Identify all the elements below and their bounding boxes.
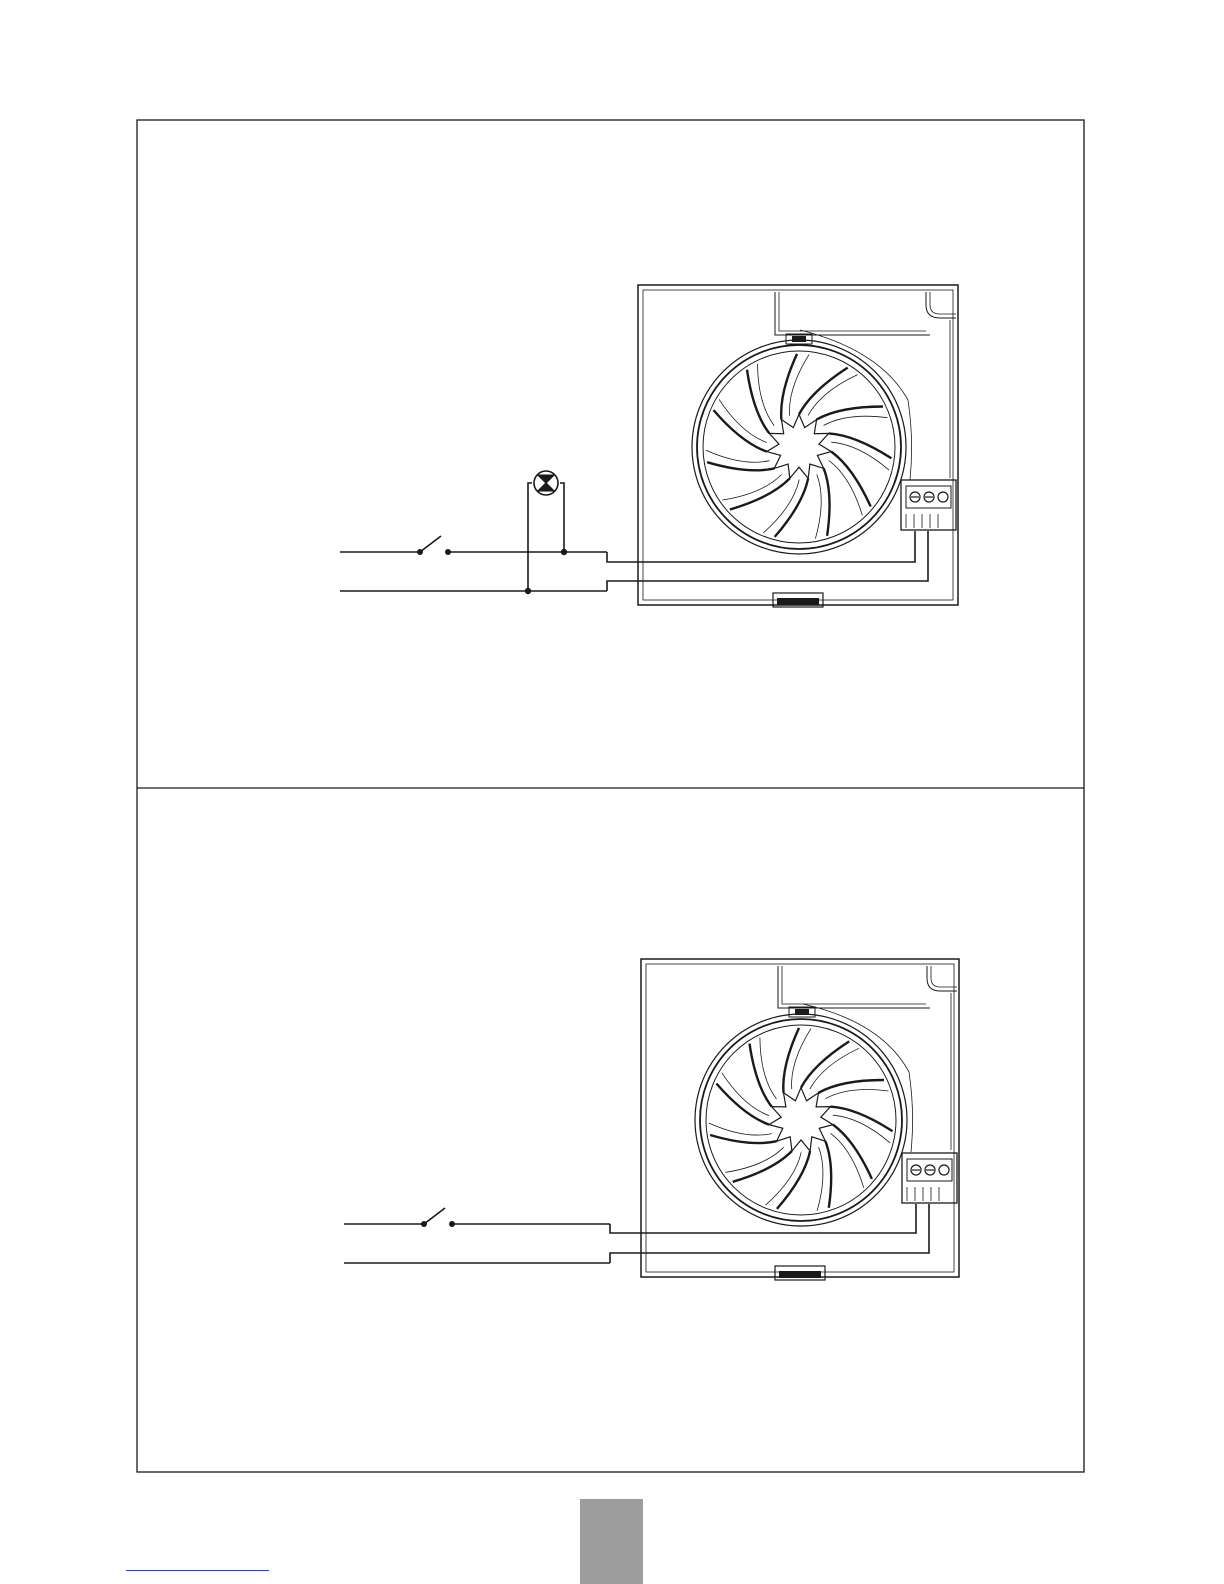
switch-icon	[417, 536, 451, 555]
diagram-frame	[137, 120, 1084, 1472]
fan-blade-edge	[831, 442, 889, 470]
fan-unit	[641, 959, 959, 1280]
panel-2	[344, 959, 959, 1280]
fan-unit	[638, 285, 958, 607]
fan-blade	[831, 452, 870, 507]
fan-blade	[733, 1151, 792, 1182]
fan-blade	[730, 478, 790, 509]
fan-blade-edge	[722, 1073, 769, 1116]
switch-icon	[421, 1208, 455, 1227]
fan-hub-star	[767, 414, 832, 478]
fan-blade-edge	[829, 460, 863, 515]
terminal-block	[902, 1153, 957, 1203]
fan-blade-edge	[719, 399, 767, 442]
fan-blade-edge	[766, 1152, 802, 1205]
fan-blade	[799, 368, 848, 415]
fan-blade-edge	[831, 1133, 864, 1187]
fan-blade	[710, 1135, 777, 1143]
fan-blade	[801, 1041, 849, 1087]
fan-blade	[707, 462, 774, 470]
fan-blade	[830, 1107, 892, 1132]
fan-blade-edge	[817, 1147, 823, 1211]
fan-blade-edge	[815, 474, 821, 538]
fan-blade-edge	[763, 480, 799, 533]
fan-blade-edge	[722, 475, 781, 500]
fan-blade-edge	[833, 1115, 890, 1143]
fan-blade	[825, 1141, 831, 1208]
page-number-tab	[580, 1499, 643, 1584]
fan-hub	[769, 1088, 833, 1151]
fan-hub-star	[769, 1088, 833, 1151]
terminal-screw-3	[939, 1165, 949, 1175]
fan-hub	[767, 414, 832, 478]
terminal-screw-3	[938, 492, 948, 502]
indicator-lamp-icon	[528, 471, 564, 591]
fan-blade-edge	[709, 1123, 772, 1135]
fan-blade-edge	[825, 1090, 888, 1099]
fan-blade	[833, 1125, 872, 1179]
terminal-block	[901, 480, 956, 530]
fan-blade	[824, 468, 830, 535]
fan-blade-edge	[824, 416, 888, 425]
fan-blade-edge	[706, 450, 770, 462]
fan-blade	[829, 433, 892, 458]
footer-link-underline[interactable]	[126, 1570, 269, 1571]
fan-blade	[783, 1028, 799, 1093]
panel-1	[340, 285, 958, 607]
fan-blade-edge	[725, 1147, 784, 1172]
